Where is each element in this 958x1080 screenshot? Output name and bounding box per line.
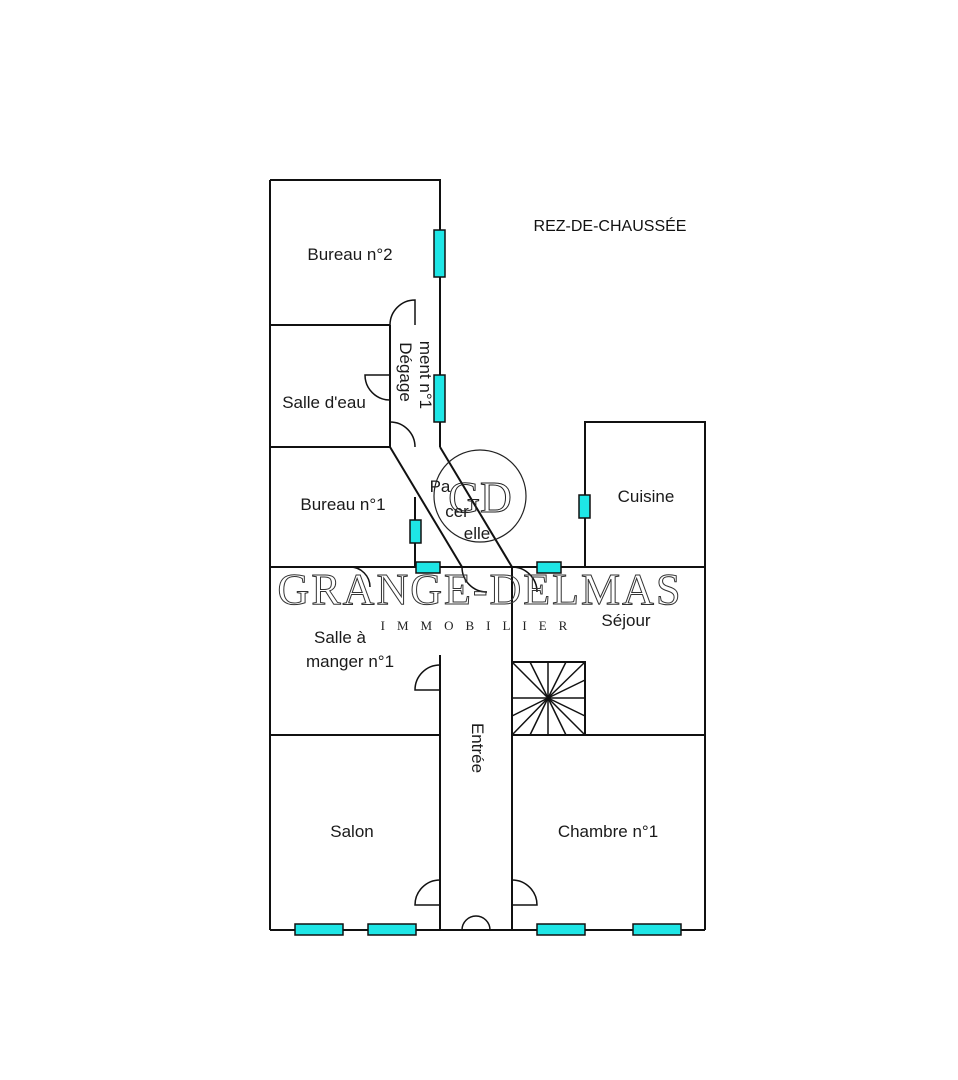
room-label-passerelle-c: elle	[464, 524, 490, 543]
room-label-degagement-b: ment n°1	[416, 341, 435, 409]
watermark-monogram: GD	[448, 473, 512, 522]
door-degagement-top	[389, 299, 416, 326]
door-degagement-bottom	[389, 421, 416, 448]
door-chambre	[511, 879, 538, 906]
room-label-salle-manger-a: Salle à	[314, 628, 367, 647]
room-label-sejour: Séjour	[601, 611, 650, 630]
wall-passerelle-right	[439, 446, 513, 568]
room-label-entree: Entrée	[468, 723, 487, 773]
watermark: GD GRANGE-DELMAS IMMOBILIER	[277, 449, 683, 633]
door-entree-main	[461, 915, 491, 931]
door-passerelle-entree	[461, 566, 488, 593]
window-chambre-1	[536, 923, 586, 936]
door-salle-manger-side	[414, 664, 441, 691]
room-label-passerelle-b: cer	[445, 502, 469, 521]
room-label-degagement-a: Dégage	[396, 342, 415, 402]
door-salle-eau	[364, 374, 391, 401]
room-label-degagement-a-group: Dégage	[396, 342, 415, 402]
window-passerelle-left	[415, 561, 441, 574]
window-chambre-2	[632, 923, 682, 936]
doors	[349, 299, 538, 931]
wall-passerelle-left	[389, 446, 463, 568]
door-sejour	[511, 566, 538, 593]
window-bureau1	[409, 519, 422, 544]
door-salon	[414, 879, 441, 906]
wall-top-left-block	[270, 179, 441, 447]
room-label-entree-group: Entrée	[468, 723, 487, 773]
room-label-chambre1: Chambre n°1	[558, 822, 658, 841]
door-salle-manger-top	[349, 566, 371, 588]
room-label-salle-manger-b: manger n°1	[306, 652, 394, 671]
room-label-cuisine: Cuisine	[618, 487, 675, 506]
window-salon-2	[367, 923, 417, 936]
floor-title: REZ-DE-CHAUSSÉE	[534, 216, 687, 235]
window-degagement	[433, 374, 446, 423]
room-label-degagement-b-group: ment n°1	[416, 341, 435, 409]
room-label-salle-eau: Salle d'eau	[282, 393, 366, 412]
room-label-bureau1: Bureau n°1	[300, 495, 385, 514]
room-label-salon: Salon	[330, 822, 373, 841]
room-label-bureau2: Bureau n°2	[307, 245, 392, 264]
watermark-monogram-ring	[433, 449, 527, 543]
window-cuisine	[578, 494, 591, 519]
window-bureau2	[433, 229, 446, 278]
window-salon-1	[294, 923, 344, 936]
watermark-main: GRANGE-DELMAS	[278, 565, 683, 614]
watermark-sub: IMMOBILIER	[381, 618, 580, 633]
window-passerelle-right	[536, 561, 562, 574]
room-label-passerelle-a: Pa	[430, 477, 451, 496]
staircase	[511, 661, 586, 736]
walls	[269, 179, 706, 931]
windows	[294, 229, 682, 936]
